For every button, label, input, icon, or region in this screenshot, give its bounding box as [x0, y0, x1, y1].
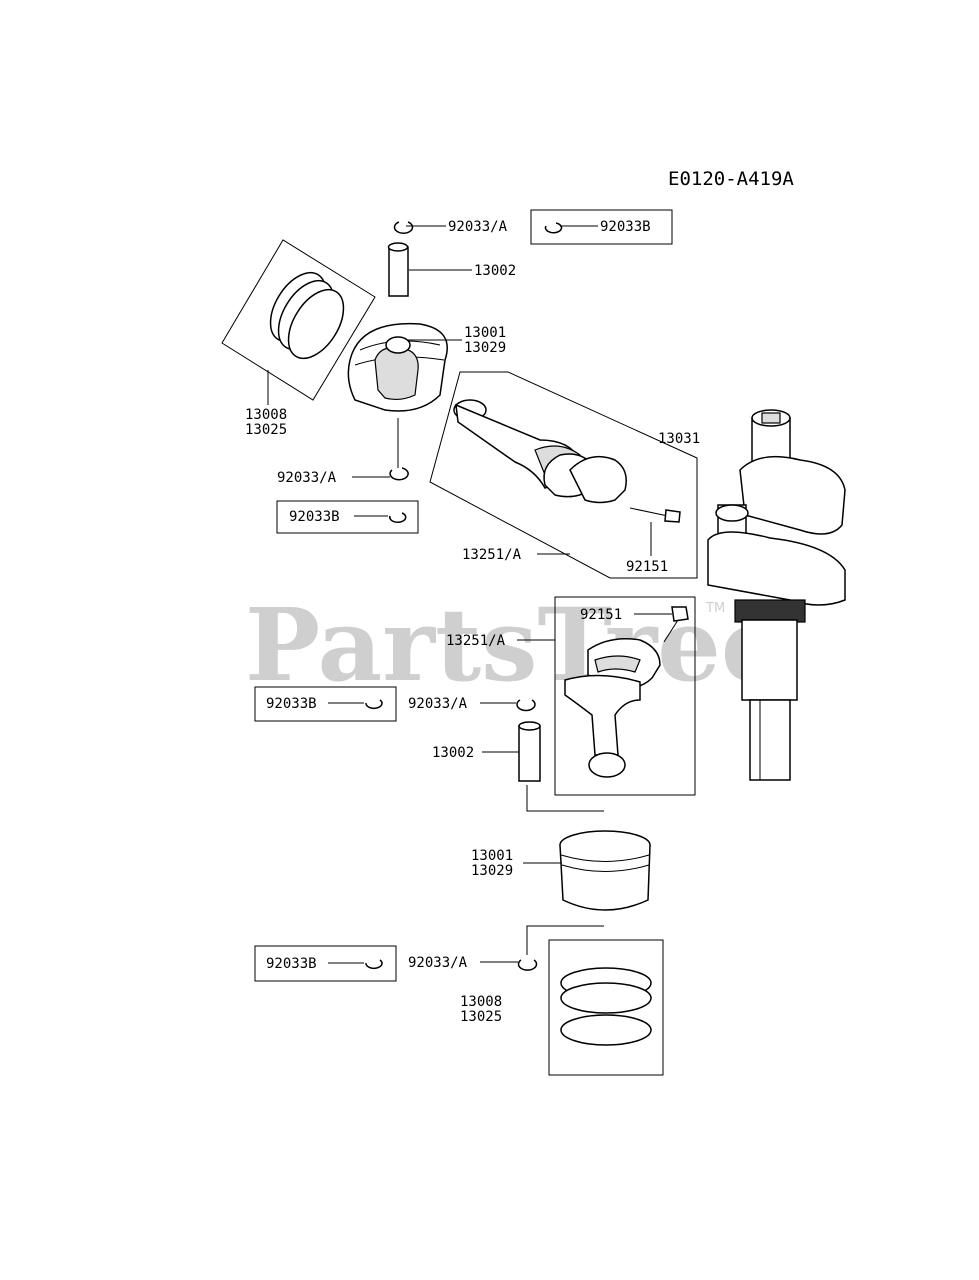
crankshaft-icon[interactable] [707, 409, 846, 781]
part-label-92033b-left[interactable]: 92033B [289, 509, 340, 525]
connecting-rod-icon[interactable] [564, 638, 661, 778]
part-label-13001-bottom[interactable]: 13001 [471, 848, 513, 864]
leader-line [526, 785, 604, 812]
piston-ring-icon[interactable] [259, 263, 355, 368]
part-label-92033b-mid[interactable]: 92033B [266, 696, 317, 712]
piston-pin-icon[interactable] [518, 721, 541, 782]
watermark-trademark: TM [705, 601, 725, 616]
ring-box [221, 239, 376, 401]
circlip-icon[interactable] [389, 467, 409, 481]
bolt-icon[interactable] [629, 507, 681, 523]
part-label-13251a-bottom[interactable]: 13251/A [446, 633, 506, 649]
reference-code: E0120-A419A [668, 168, 794, 190]
part-label-13001[interactable]: 13001 [464, 325, 506, 341]
watermark-text: PartsTree [245, 586, 785, 704]
part-label-13002-bottom[interactable]: 13002 [432, 745, 474, 761]
part-label-92033a-left[interactable]: 92033/A [277, 470, 337, 486]
part-label-13251a[interactable]: 13251/A [462, 547, 522, 563]
circlip-icon[interactable] [365, 699, 383, 710]
piston-pin-icon[interactable] [387, 242, 409, 297]
part-label-92033b-bottom[interactable]: 92033B [266, 956, 317, 972]
part-label-13029-bottom[interactable]: 13029 [471, 863, 513, 879]
leader-line [526, 925, 604, 955]
part-label-13008-bottom[interactable]: 13008 [460, 994, 502, 1010]
part-box-92033b [254, 945, 397, 982]
circlip-icon[interactable] [516, 699, 536, 712]
part-label-13008[interactable]: 13008 [245, 407, 287, 423]
part-label-92033a-mid[interactable]: 92033/A [408, 696, 468, 712]
part-label-92033a[interactable]: 92033/A [448, 219, 508, 235]
ring-box-bottom [548, 939, 664, 1076]
part-label-92033a-bottom[interactable]: 92033/A [408, 955, 468, 971]
bolt-icon[interactable] [663, 606, 689, 643]
part-label-13025-bottom[interactable]: 13025 [460, 1009, 502, 1025]
circlip-icon[interactable] [517, 959, 538, 971]
circlip-icon[interactable] [393, 221, 414, 234]
part-label-92033b[interactable]: 92033B [600, 219, 651, 235]
piston-ring-icon[interactable] [560, 967, 652, 1046]
part-label-13025[interactable]: 13025 [245, 422, 287, 438]
part-label-92151[interactable]: 92151 [626, 559, 668, 575]
circlip-icon[interactable] [389, 512, 407, 523]
piston-icon[interactable] [347, 322, 448, 412]
circlip-icon[interactable] [544, 222, 563, 234]
connecting-rod-icon[interactable] [453, 399, 627, 504]
part-box-92033b [530, 209, 673, 245]
part-label-13031[interactable]: 13031 [658, 431, 700, 447]
part-box-92033b [276, 500, 419, 534]
part-box-92033b [254, 686, 397, 722]
part-label-13029[interactable]: 13029 [464, 340, 506, 356]
piston-icon[interactable] [559, 830, 651, 911]
part-label-13002[interactable]: 13002 [474, 263, 516, 279]
part-label-92151-bottom[interactable]: 92151 [580, 607, 622, 623]
circlip-icon[interactable] [365, 959, 383, 970]
conrod-box-bottom [554, 596, 696, 796]
conrod-box [429, 371, 698, 579]
